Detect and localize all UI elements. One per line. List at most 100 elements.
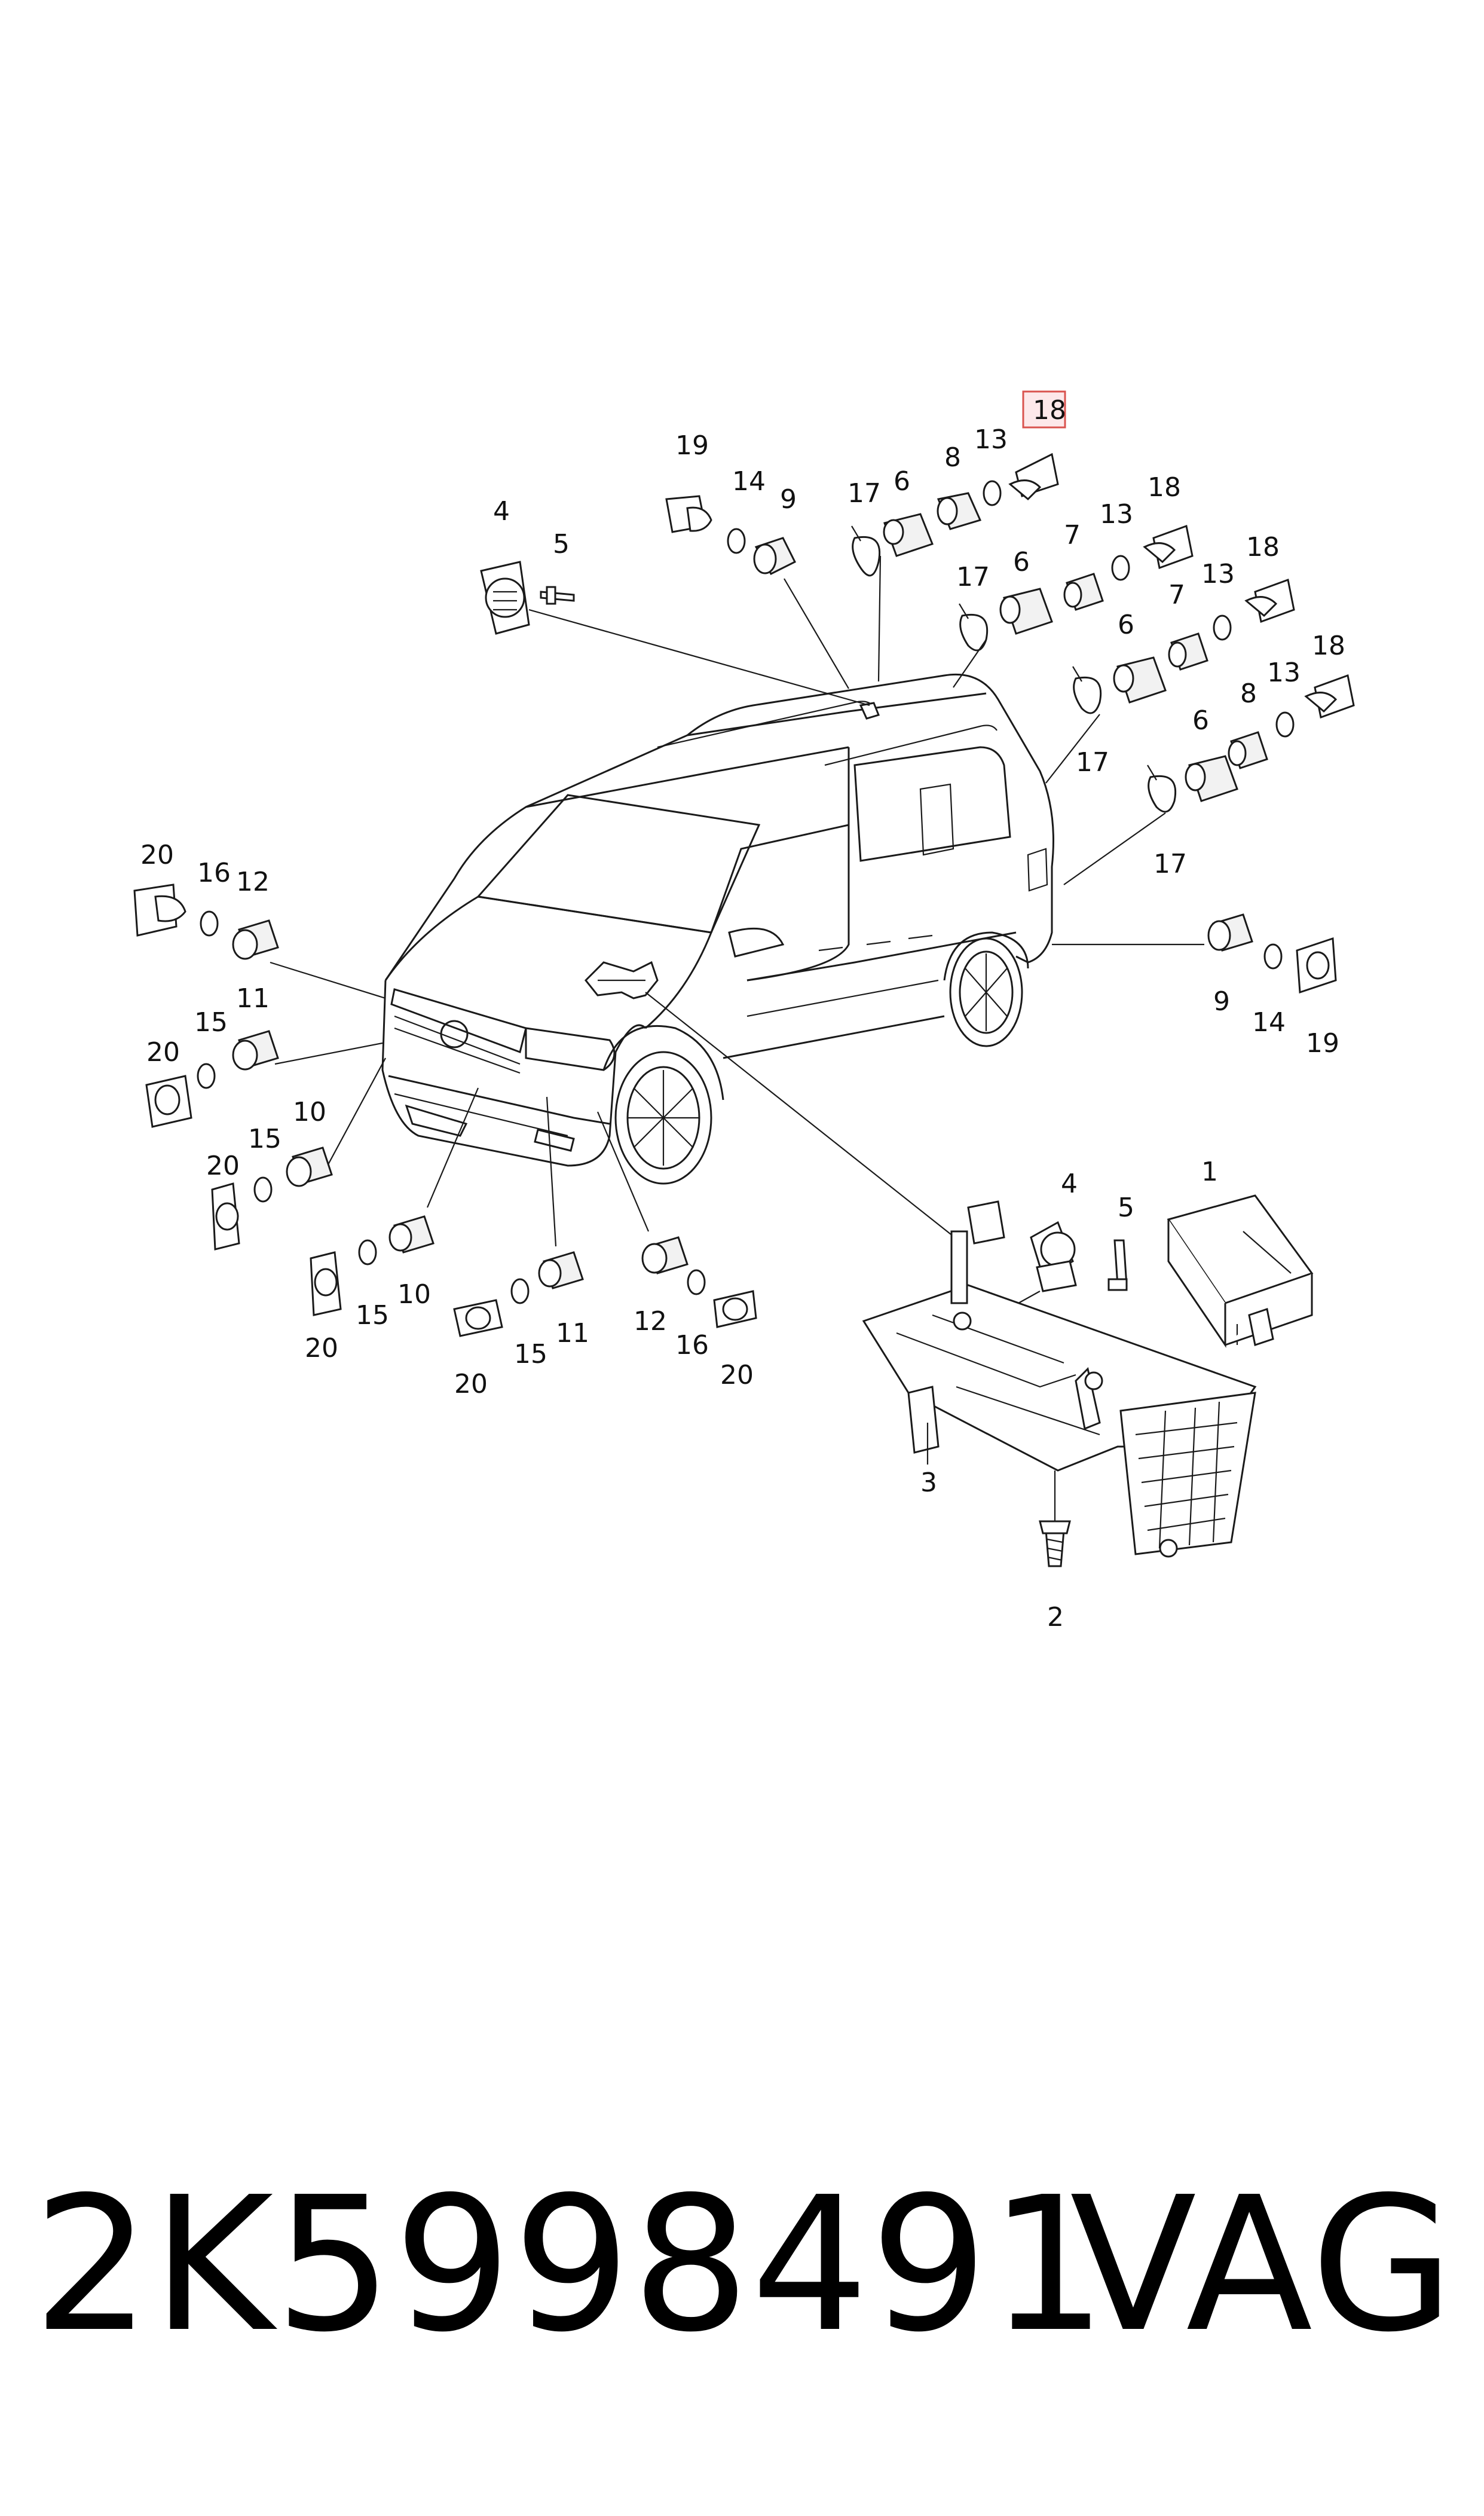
part-6-housing-r1 (999, 588, 1053, 635)
part-13-ring-r2 (1213, 615, 1232, 641)
part-20-ring-b1 (310, 1251, 342, 1316)
part-10-sensor-l3 (286, 1147, 333, 1187)
part-2-screw (1039, 1520, 1071, 1567)
callout-20[interactable]: 20 (206, 1151, 240, 1181)
part-13-ring-top (983, 480, 1002, 506)
callout-20[interactable]: 20 (140, 840, 174, 870)
part-5-screw-ctrl (1107, 1239, 1128, 1291)
callout-15[interactable]: 15 (248, 1124, 281, 1154)
part-20-ring-l3 (211, 1182, 240, 1251)
callout-18[interactable]: 18 (1148, 472, 1181, 503)
part-6-housing-r3 (1185, 755, 1238, 802)
callout-20[interactable]: 20 (720, 1360, 754, 1390)
callout-16[interactable]: 16 (197, 858, 231, 888)
callout-4[interactable]: 4 (493, 496, 510, 527)
part-15-seal-l3 (253, 1176, 273, 1203)
part-7-holder-r1 (1063, 573, 1104, 611)
callout-9[interactable]: 9 (1213, 986, 1230, 1017)
part-11-sensor-l2 (232, 1030, 279, 1071)
callout-2[interactable]: 2 (1047, 1602, 1064, 1633)
callout-18[interactable]: 18 (1312, 631, 1345, 661)
callout-20[interactable]: 20 (305, 1333, 338, 1364)
callout-1[interactable]: 1 (1201, 1157, 1218, 1187)
part-11-sensor-b2 (538, 1251, 584, 1289)
callout-11[interactable]: 11 (556, 1318, 589, 1349)
callout-3[interactable]: 3 (920, 1468, 937, 1498)
callout-6[interactable]: 6 (1192, 705, 1209, 736)
callout-17[interactable]: 17 (1076, 747, 1109, 778)
part-15-seal-b2 (510, 1278, 530, 1304)
part-6-housing-r2 (1113, 656, 1167, 704)
callout-7[interactable]: 7 (1064, 520, 1081, 551)
part-17-clip-r5 (1147, 765, 1177, 813)
part-5-screw (540, 586, 575, 605)
part-9-sensor-rear (1207, 913, 1253, 952)
callout-18-highlighted[interactable]: 18 (1033, 395, 1066, 426)
part-18-bracket-r1 (1143, 524, 1194, 570)
part-4-buzzer (480, 561, 530, 635)
callouts: 18 19 14 9 17 6 8 13 4 5 18 13 7 6 17 18… (140, 390, 1345, 1633)
callout-15[interactable]: 15 (514, 1339, 547, 1369)
part-15-seal-b1 (358, 1239, 377, 1265)
callout-13[interactable]: 13 (1201, 559, 1235, 589)
callout-19[interactable]: 19 (675, 430, 709, 461)
part-3-bracket (862, 1200, 1257, 1558)
callout-20[interactable]: 20 (146, 1037, 180, 1068)
callout-14[interactable]: 14 (732, 466, 766, 497)
callout-19[interactable]: 19 (1306, 1028, 1339, 1059)
part-13-ring-r3 (1275, 711, 1295, 738)
callout-9[interactable]: 9 (780, 484, 797, 515)
leader-lines (270, 555, 1238, 1388)
part-12-sensor-b3 (641, 1236, 689, 1274)
part-19-ring-rear (1296, 937, 1337, 994)
callout-13[interactable]: 13 (974, 424, 1008, 455)
part-18-bracket-r3 (1304, 674, 1355, 719)
part-17-clip-top (851, 525, 881, 577)
part-20-ring-b3 (713, 1290, 757, 1328)
part-4-buzzer-ctrl (1030, 1221, 1077, 1292)
part-7-holder-r2 (1168, 632, 1208, 671)
callout-13[interactable]: 13 (1267, 658, 1301, 688)
part-15-seal-l2 (197, 1063, 216, 1089)
callout-17[interactable]: 17 (1153, 849, 1187, 879)
callout-11[interactable]: 11 (236, 983, 270, 1014)
part-1-control-unit (1167, 1194, 1314, 1348)
callout-6[interactable]: 6 (1118, 610, 1134, 640)
part-20-ring-l2 (145, 1075, 192, 1128)
callout-5[interactable]: 5 (1118, 1193, 1134, 1223)
callout-15[interactable]: 15 (194, 1007, 228, 1038)
part-20-ring-l1 (133, 883, 186, 937)
part-8-holder-r3 (1228, 731, 1268, 769)
callout-17[interactable]: 17 (956, 562, 990, 592)
callout-7[interactable]: 7 (1168, 580, 1185, 610)
callout-10[interactable]: 10 (293, 1097, 326, 1127)
part-16-seal-l1 (200, 910, 219, 937)
callout-16[interactable]: 16 (675, 1330, 709, 1361)
part-19-ring-top (665, 495, 712, 533)
part-6-housing-top (883, 513, 934, 557)
brand-label: VAG (1070, 2157, 1456, 2373)
callout-4[interactable]: 4 (1061, 1169, 1078, 1199)
callout-20[interactable]: 20 (454, 1369, 488, 1399)
callout-12[interactable]: 12 (634, 1306, 667, 1337)
callout-13[interactable]: 13 (1100, 499, 1133, 530)
callout-15[interactable]: 15 (356, 1300, 389, 1331)
callout-10[interactable]: 10 (397, 1279, 431, 1310)
callout-8[interactable]: 8 (944, 442, 961, 473)
part-8-holder-top (937, 492, 982, 530)
part-17-clip-r4 (1072, 666, 1102, 714)
callout-5[interactable]: 5 (553, 529, 570, 560)
callout-6[interactable]: 6 (894, 466, 910, 497)
callout-8[interactable]: 8 (1240, 678, 1257, 709)
callout-6[interactable]: 6 (1013, 547, 1030, 577)
callout-14[interactable]: 14 (1252, 1007, 1286, 1038)
vehicle-illustration (381, 673, 1054, 1185)
callout-18[interactable]: 18 (1246, 532, 1280, 562)
part-17-clip-r1 (959, 603, 989, 652)
callout-12[interactable]: 12 (236, 867, 270, 897)
part-glyphs (133, 453, 1355, 1567)
part-13-ring-r1 (1111, 555, 1130, 581)
part-18-bracket-top (1008, 453, 1059, 501)
callout-17[interactable]: 17 (847, 478, 881, 509)
